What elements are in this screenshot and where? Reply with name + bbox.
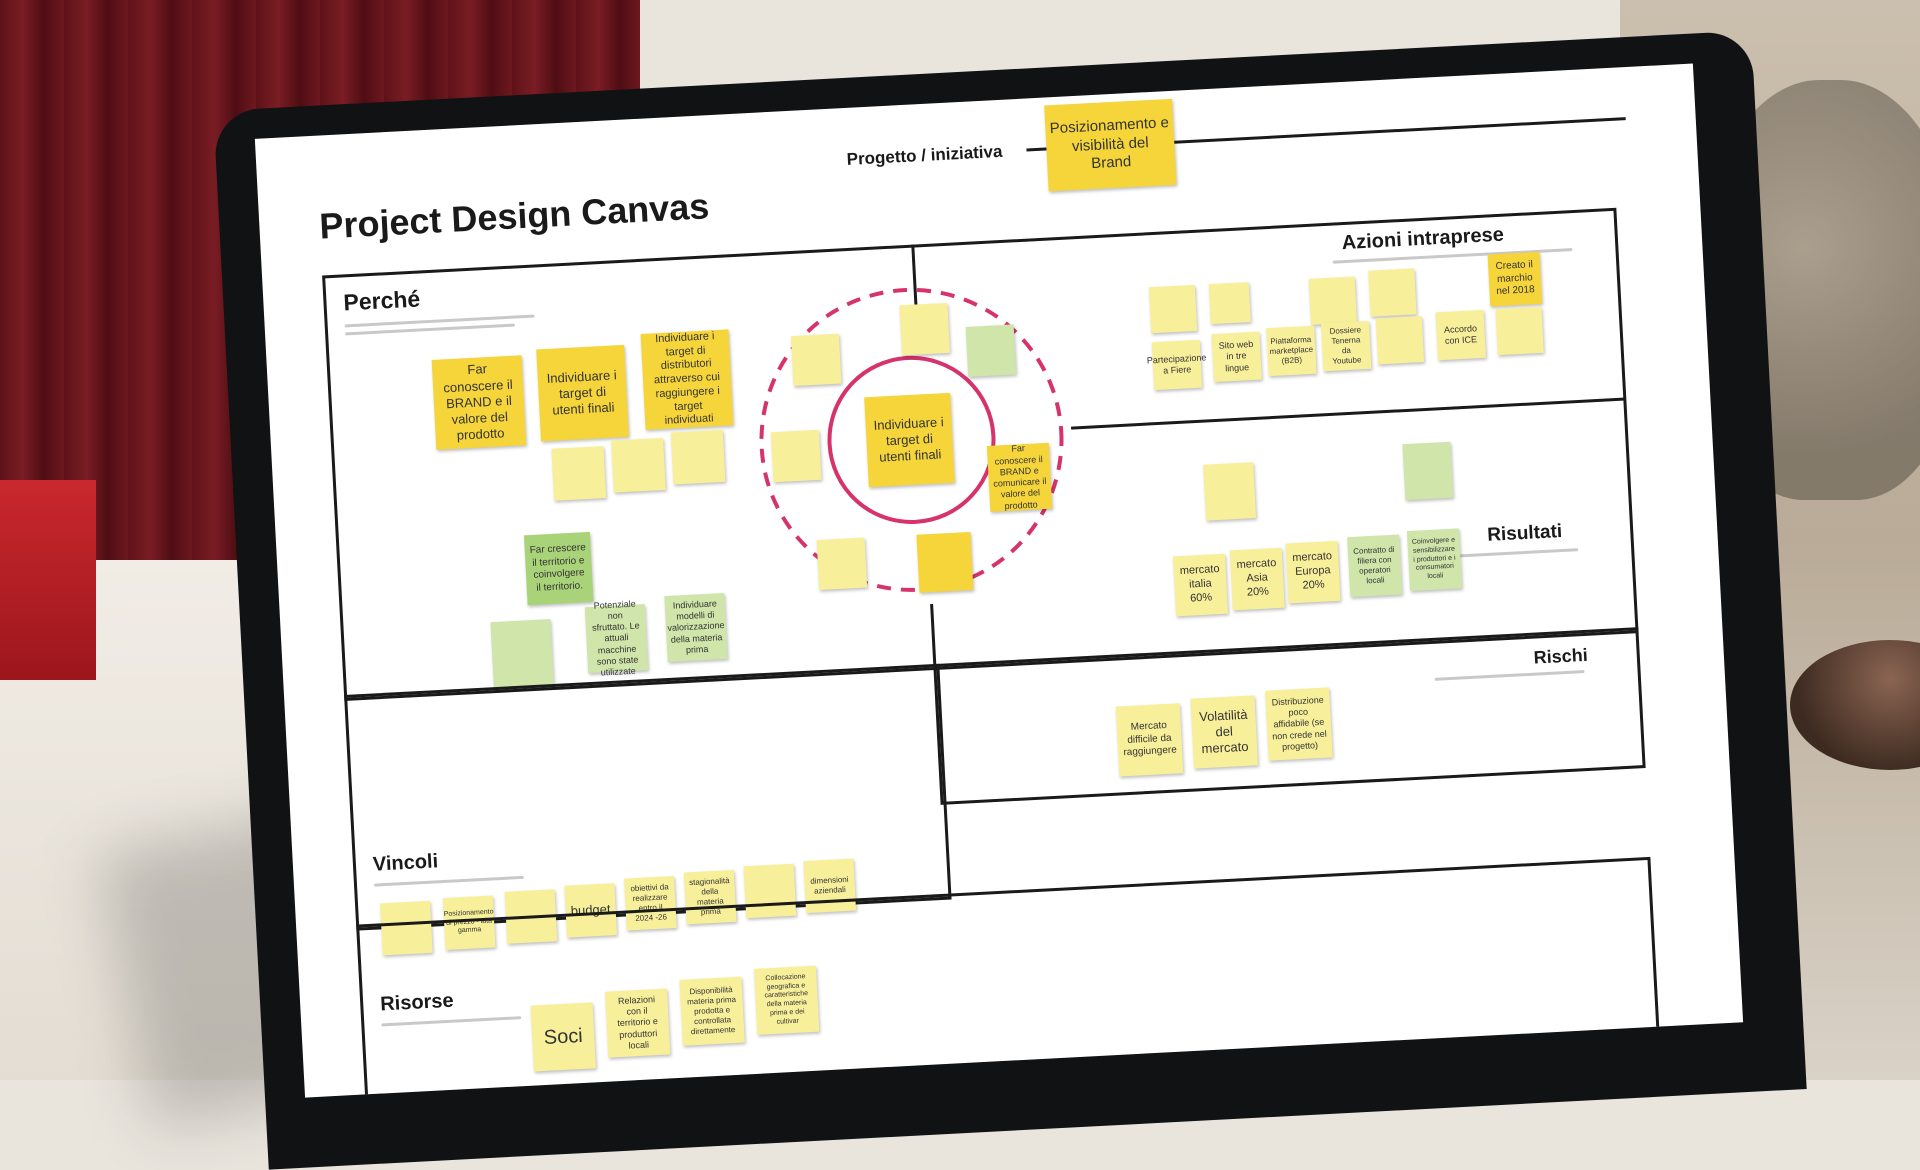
vincoli-title: Vincoli — [372, 850, 439, 876]
risorse-note-soci[interactable]: Soci — [530, 1002, 596, 1072]
azioni-note-small-5[interactable] — [1375, 316, 1425, 365]
risultati-note-filiera[interactable]: Contratto di filiera con operatori local… — [1347, 534, 1403, 598]
risorse-note-relazioni[interactable]: Relazioni con il territorio e produttori… — [604, 988, 671, 1058]
background-red-box — [0, 480, 96, 680]
azioni-note-ice[interactable]: Accordo con ICE — [1435, 309, 1486, 361]
rischi-note-volatilita[interactable]: Volatilità del mercato — [1190, 695, 1258, 769]
azioni-note-b2b[interactable]: Piattaforma marketplace (B2B) — [1266, 325, 1317, 377]
page-title: Project Design Canvas — [318, 185, 711, 247]
risorse-note-materia[interactable]: Disponibilità materia prima prodotta e c… — [679, 976, 745, 1046]
rischi-title: Rischi — [1533, 644, 1589, 668]
circle-note-5[interactable] — [816, 537, 868, 590]
rischi-note-distribuzione[interactable]: Distribuzione poco affidabile (se non cr… — [1265, 687, 1333, 761]
risultati-note-europa[interactable]: mercato Europa 20% — [1285, 540, 1341, 604]
risultati-note-small-1[interactable] — [1203, 462, 1257, 521]
azioni-note-small-1[interactable] — [1148, 284, 1198, 334]
perche-note-small-3[interactable] — [670, 429, 726, 485]
circle-note-3[interactable] — [965, 324, 1017, 377]
risultati-note-small-2[interactable] — [1402, 441, 1454, 501]
azioni-note-small-2[interactable] — [1208, 282, 1251, 325]
perche-note-green-small[interactable] — [490, 619, 554, 689]
risorse-note-collocazione[interactable]: Collocazione geografica e caratteristich… — [753, 965, 820, 1035]
project-note[interactable]: Posizionamento e visibilità del Brand — [1044, 98, 1177, 192]
rischi-note-mercato[interactable]: Mercato difficile da raggiungere — [1115, 703, 1184, 777]
risultati-title: Risultati — [1486, 521, 1563, 546]
azioni-note-marchio[interactable]: Creato il marchio nel 2018 — [1487, 251, 1543, 307]
perche-note-potenziale[interactable]: Potenziale non sfruttato. Le attuali mac… — [584, 598, 649, 678]
azioni-note-small-3[interactable] — [1308, 276, 1357, 325]
perche-note-small-1[interactable] — [551, 446, 607, 501]
risultati-note-asia[interactable]: mercato Asia 20% — [1229, 547, 1285, 611]
perche-note-territorio[interactable]: Far crescere il territorio e coinvolgere… — [523, 531, 594, 606]
perche-note-distributori[interactable]: Individuare i target di distributori att… — [640, 329, 734, 430]
project-label: Progetto / iniziativa — [846, 141, 1003, 169]
risultati-note-italia[interactable]: mercato italia 60% — [1172, 553, 1229, 617]
perche-note-small-2[interactable] — [611, 437, 666, 493]
circle-note-6[interactable] — [916, 531, 974, 593]
laptop: Project Design Canvas Progetto / iniziat… — [213, 30, 1807, 1170]
inner-circle — [827, 355, 996, 524]
circle-note-2[interactable] — [899, 302, 950, 356]
azioni-note-small-6[interactable] — [1495, 306, 1544, 356]
outer-dashed-circle — [759, 287, 1064, 592]
perche-note-valorizzazione[interactable]: Individuare modelli di valorizzazione de… — [664, 592, 728, 662]
circle-note-1[interactable] — [790, 333, 842, 387]
perche-title: Perché — [342, 285, 421, 316]
target-circles — [759, 287, 1064, 592]
circle-note-4[interactable] — [770, 429, 822, 483]
perche-note-brand[interactable]: Far conoscere il BRAND e il valore del p… — [431, 355, 527, 450]
azioni-note-small-4[interactable] — [1368, 268, 1417, 317]
risorse-title: Risorse — [379, 989, 455, 1016]
azioni-note-dossiere[interactable]: Dossiere Tenerna da Youtube — [1320, 320, 1372, 372]
perche-note-target[interactable]: Individuare i target di utenti finali — [536, 344, 629, 442]
canvas-screen: Project Design Canvas Progetto / iniziat… — [254, 63, 1744, 1098]
center-main-note[interactable]: Individuare i target di utenti finali — [864, 392, 955, 488]
risultati-note-coinvolgere[interactable]: Coinvolgere e sensibilizzare i produttor… — [1406, 528, 1463, 592]
azioni-note-sito[interactable]: Sito web in tre lingue — [1211, 331, 1262, 383]
center-side-note[interactable]: Far conoscere il BRAND e comunicare il v… — [986, 442, 1053, 512]
azioni-note-fiere[interactable]: Partecipazione a Fiere — [1147, 339, 1207, 391]
